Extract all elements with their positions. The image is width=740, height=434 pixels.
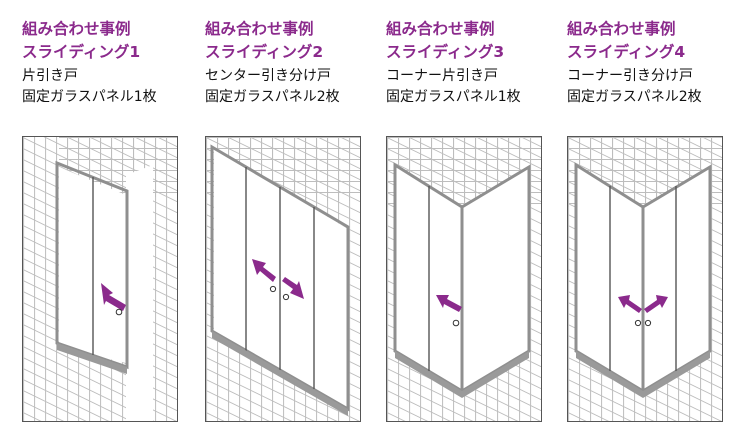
- example-3-name: スライディング3: [386, 43, 505, 61]
- door-handle-icon: [452, 319, 460, 327]
- slide-left-arrow-icon: [252, 259, 276, 282]
- example-1: 組み合わせ事例 スライディング1 片引き戸 固定ガラスパネル1枚: [22, 0, 200, 434]
- example-1-title: 組み合わせ事例: [22, 20, 131, 38]
- door-handle-right-icon: [282, 293, 290, 301]
- example-2-name: スライディング2: [205, 43, 324, 61]
- example-1-type: 片引き戸: [22, 68, 78, 84]
- example-2: 組み合わせ事例 スライディング2 センター引き分け戸 固定ガラスパネル2枚: [205, 0, 383, 434]
- door-handle-left-icon: [634, 319, 642, 327]
- slide-left-arrow-icon: [618, 295, 642, 313]
- slide-arrow-icon: [436, 295, 462, 312]
- shower-enclosure: [574, 162, 712, 398]
- shower-enclosure: [210, 144, 350, 416]
- slide-arrow-icon: [101, 283, 126, 311]
- shower-enclosure: [393, 162, 531, 398]
- door-handle-icon: [115, 308, 123, 316]
- example-3-illustration: [386, 136, 542, 422]
- door-handle-left-icon: [269, 285, 277, 293]
- example-4: 組み合わせ事例 スライディング4 コーナー引き分け戸 固定ガラスパネル2枚: [567, 0, 740, 434]
- example-4-type: コーナー引き分け戸: [567, 68, 693, 84]
- example-1-glass: 固定ガラスパネル1枚: [22, 89, 157, 105]
- example-3: 組み合わせ事例 スライディング3 コーナー片引き戸 固定ガラスパネル1枚: [386, 0, 564, 434]
- example-3-title: 組み合わせ事例: [386, 20, 495, 38]
- example-4-title: 組み合わせ事例: [567, 20, 676, 38]
- example-1-illustration: [22, 136, 178, 422]
- example-4-illustration: [567, 136, 723, 422]
- door-handle-right-icon: [644, 319, 652, 327]
- example-1-name: スライディング1: [22, 43, 141, 61]
- example-4-glass: 固定ガラスパネル2枚: [567, 89, 702, 105]
- example-2-glass: 固定ガラスパネル2枚: [205, 89, 340, 105]
- example-2-type: センター引き分け戸: [205, 68, 331, 84]
- example-3-type: コーナー片引き戸: [386, 68, 498, 84]
- example-3-glass: 固定ガラスパネル1枚: [386, 89, 521, 105]
- example-2-illustration: [205, 136, 361, 422]
- slide-right-arrow-icon: [644, 295, 668, 313]
- slide-right-arrow-icon: [282, 277, 304, 299]
- example-2-title: 組み合わせ事例: [205, 20, 314, 38]
- example-4-name: スライディング4: [567, 43, 686, 61]
- shower-enclosure: [55, 160, 129, 374]
